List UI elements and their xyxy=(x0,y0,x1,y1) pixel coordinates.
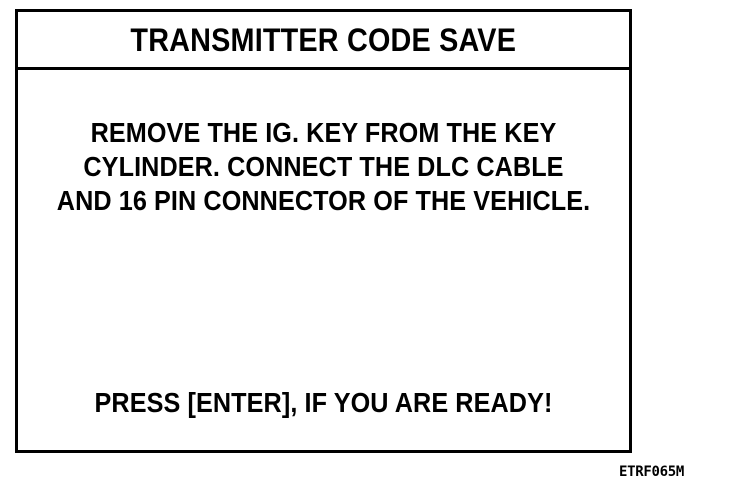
instruction-line: AND 16 PIN CONNECTOR OF THE VEHICLE. xyxy=(56,185,591,216)
screen-title: TRANSMITTER CODE SAVE xyxy=(130,21,517,58)
tester-screen-panel: TRANSMITTER CODE SAVE REMOVE THE IG. KEY… xyxy=(15,9,632,453)
screen-body: REMOVE THE IG. KEY FROM THE KEY CYLINDER… xyxy=(18,70,629,450)
instruction-message: REMOVE THE IG. KEY FROM THE KEY CYLINDER… xyxy=(18,116,629,218)
instruction-line: CYLINDER. CONNECT THE DLC CABLE xyxy=(83,151,564,182)
instruction-line: REMOVE THE IG. KEY FROM THE KEY xyxy=(90,117,557,148)
figure-caption: ETRF065M xyxy=(619,464,685,480)
enter-prompt: PRESS [ENTER], IF YOU ARE READY! xyxy=(18,388,629,418)
enter-prompt-text: PRESS [ENTER], IF YOU ARE READY! xyxy=(94,387,553,418)
screen-title-bar: TRANSMITTER CODE SAVE xyxy=(18,12,629,70)
